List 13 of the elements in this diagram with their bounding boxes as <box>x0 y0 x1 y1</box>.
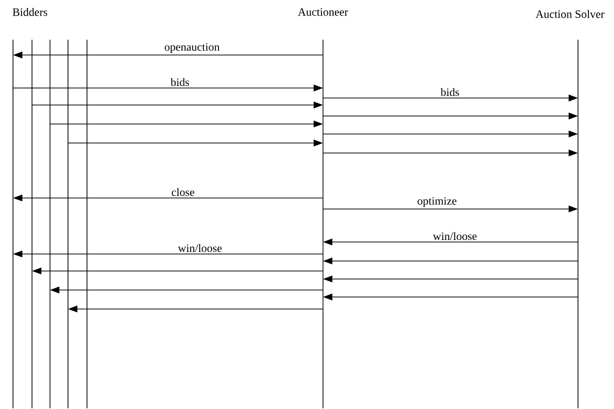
edge-label: close <box>170 187 196 197</box>
lifeline-heading: Auctioneer <box>298 8 348 16</box>
lifeline <box>86 39 88 409</box>
edge-label: openauction <box>164 42 220 54</box>
edge-label: bids <box>170 77 190 87</box>
edge-label: bids <box>440 87 460 97</box>
lifeline <box>322 39 324 409</box>
edge-label: optimize <box>416 196 458 208</box>
group-heading: Bidders <box>12 8 48 16</box>
edge-label: win/loose <box>177 243 223 253</box>
edge-label: win/loose <box>432 231 478 241</box>
lifeline-heading: Auction Solver <box>536 10 604 18</box>
lifeline <box>12 39 14 409</box>
